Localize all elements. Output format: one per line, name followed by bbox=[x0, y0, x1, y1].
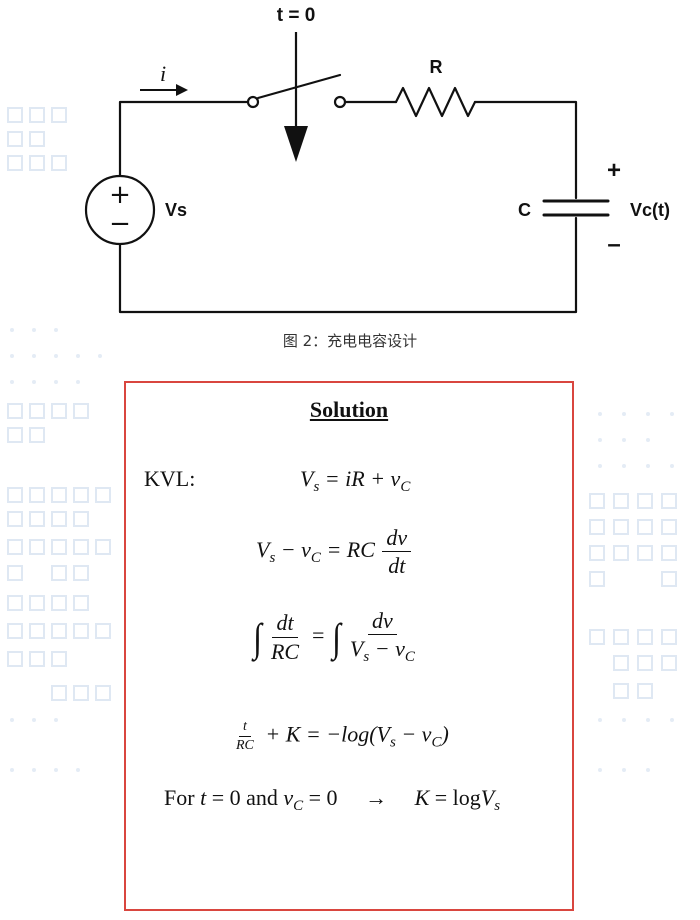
capacitor-plus-sign: + bbox=[607, 157, 621, 184]
capacitor-minus-sign: – bbox=[607, 231, 620, 258]
kvl-label: KVL: bbox=[144, 466, 196, 491]
figure-caption: 图 2：充电电容设计 bbox=[282, 332, 418, 350]
source-plus-sign: + bbox=[109, 180, 131, 210]
solution-box: Solution KVL: Vs = iR + vC Vs − vC = RC … bbox=[124, 381, 574, 911]
rc-circuit-diagram: t = 0 i R + − Vs C + Vc(t) – bbox=[84, 5, 670, 314]
switch-blade bbox=[256, 73, 342, 100]
source-label: Vs bbox=[165, 200, 187, 220]
wire-bottom bbox=[118, 216, 578, 314]
switch-terminal-right bbox=[333, 95, 347, 109]
wire-top-right bbox=[473, 100, 578, 200]
resistor-label: R bbox=[430, 57, 443, 77]
equation-kvl: Vs = iR + vC bbox=[300, 466, 411, 495]
capacitor-voltage-label: Vc(t) bbox=[630, 200, 670, 220]
source-minus-sign: − bbox=[109, 209, 131, 239]
capacitor-label: C bbox=[518, 200, 531, 220]
current-label: i bbox=[160, 61, 166, 86]
equation-initial-condition: For t = 0 and vC = 0 → K = logVs bbox=[164, 785, 501, 814]
voltage-source bbox=[84, 174, 156, 246]
switch-arrow-head bbox=[284, 126, 308, 162]
solution-title: Solution bbox=[309, 397, 389, 422]
switch-label: t = 0 bbox=[277, 5, 316, 26]
resistor bbox=[394, 86, 477, 118]
switch-terminal-left bbox=[246, 95, 260, 109]
current-arrow-head bbox=[176, 84, 188, 96]
